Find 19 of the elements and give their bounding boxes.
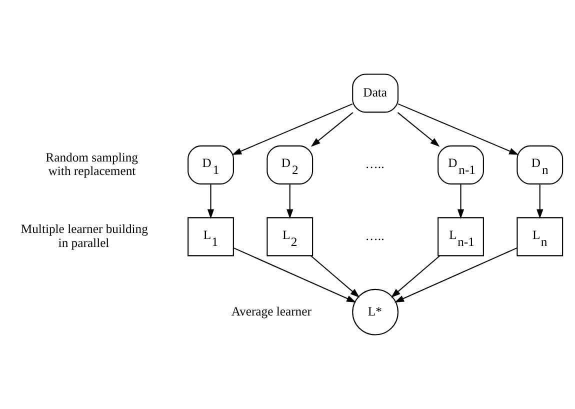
node-circle: L* [352,288,399,336]
arrow [310,112,354,147]
arrow [457,184,464,219]
arrow [310,255,360,298]
arrow [398,103,519,155]
node-label: Average learner [231,304,312,318]
label: Random sampling with replacement [46,150,138,178]
arrow [233,247,356,302]
node-box: Data [352,74,399,113]
arrow [390,255,440,298]
label: Multiple learner building in parallel [20,222,148,250]
label: ….. [365,228,384,243]
arrow [397,112,440,147]
arrow [536,184,544,219]
arrow [394,247,518,302]
arrow [207,184,214,219]
arrow [232,103,353,155]
label: ….. [365,157,384,172]
arrow [286,184,294,219]
